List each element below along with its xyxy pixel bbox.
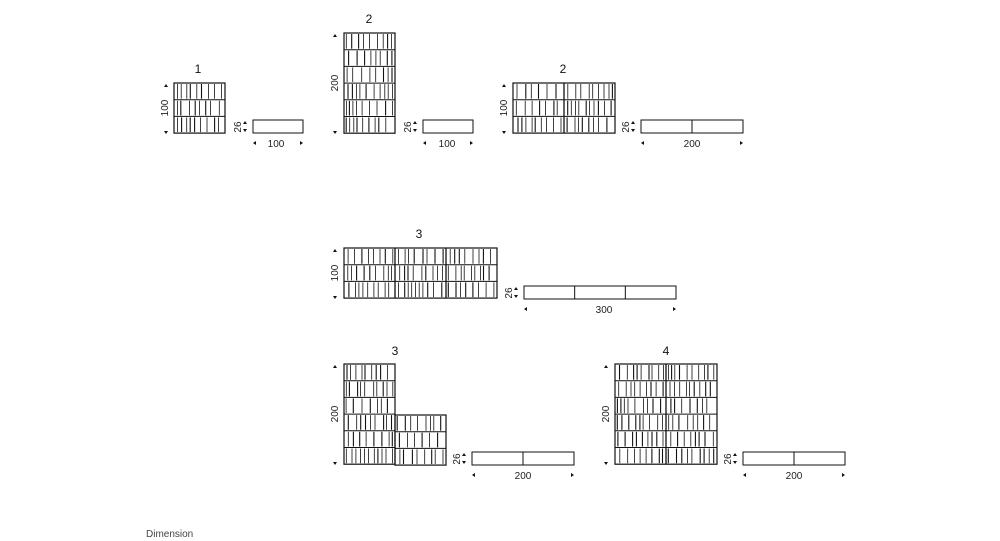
- height-label: 100: [160, 99, 171, 116]
- width-label: 100: [268, 139, 285, 150]
- module-group-1: 1 100 26 100: [160, 62, 304, 150]
- shelf-elevation: [614, 363, 718, 465]
- module-group-2-tall: 2 200 26 100: [330, 12, 474, 150]
- dimension-caption: Dimension: [146, 529, 194, 540]
- plan-view: [640, 119, 744, 134]
- module-count-label: 3: [392, 344, 399, 358]
- shelf-frame: [614, 363, 718, 465]
- module-group-2-wide: 2 100 26 200: [499, 62, 744, 150]
- shelf-frame: [343, 32, 396, 134]
- depth-label: 26: [621, 121, 632, 133]
- height-dimension: 200: [601, 365, 612, 465]
- plan-outline: [252, 119, 304, 134]
- width-dimension: 200: [472, 471, 574, 482]
- depth-label: 26: [504, 287, 515, 299]
- depth-label: 26: [723, 453, 734, 465]
- plan-view: [523, 285, 677, 300]
- module-count-label: 2: [560, 62, 567, 76]
- module-group-3-stepped: 3 200 26 200: [330, 344, 575, 482]
- width-dimension: 100: [423, 139, 473, 150]
- depth-dimension: 26: [403, 121, 417, 133]
- depth-dimension: 26: [452, 453, 466, 465]
- plan-view: [422, 119, 474, 134]
- height-label: 100: [330, 264, 341, 281]
- shelf-elevation: [343, 32, 396, 134]
- height-dimension: 100: [330, 249, 341, 299]
- width-label: 300: [596, 305, 613, 316]
- width-label: 200: [786, 471, 803, 482]
- width-dimension: 200: [743, 471, 845, 482]
- module-count-label: 3: [416, 227, 423, 241]
- depth-label: 26: [233, 121, 244, 133]
- shelf-frame: [343, 363, 396, 465]
- height-dimension: 100: [160, 84, 171, 134]
- height-label: 200: [330, 74, 341, 91]
- width-dimension: 100: [253, 139, 303, 150]
- module-count-label: 4: [663, 344, 670, 358]
- module-count-label: 1: [195, 62, 202, 76]
- depth-dimension: 26: [723, 453, 737, 465]
- shelf-elevation: [343, 247, 498, 299]
- width-label: 200: [515, 471, 532, 482]
- shelf-frame: [394, 414, 447, 466]
- shelf-elevation: [512, 82, 616, 134]
- shelf-elevation-tall: [343, 363, 396, 465]
- height-dimension: 200: [330, 365, 341, 465]
- plan-view: [252, 119, 304, 134]
- module-count-label: 2: [366, 12, 373, 26]
- shelf-frame: [512, 82, 616, 134]
- depth-label: 26: [452, 453, 463, 465]
- plan-outline: [422, 119, 474, 134]
- height-dimension: 100: [499, 84, 510, 134]
- width-dimension: 300: [524, 305, 676, 316]
- height-label: 100: [499, 99, 510, 116]
- shelf-elevation: [173, 82, 226, 134]
- width-label: 200: [684, 139, 701, 150]
- height-dimension: 200: [330, 34, 341, 134]
- width-dimension: 200: [641, 139, 743, 150]
- shelf-frame: [343, 247, 498, 299]
- plan-outline: [523, 285, 677, 300]
- depth-label: 26: [403, 121, 414, 133]
- module-group-4-square: 4 200 26 200: [601, 344, 846, 482]
- module-group-3-wide: 3 100 26 300: [330, 227, 677, 316]
- plan-view: [471, 451, 575, 466]
- depth-dimension: 26: [621, 121, 635, 133]
- height-label: 200: [330, 405, 341, 422]
- height-label: 200: [601, 405, 612, 422]
- shelf-frame: [173, 82, 226, 134]
- depth-dimension: 26: [504, 287, 518, 299]
- width-label: 100: [439, 139, 456, 150]
- shelf-elevation-low: [394, 414, 447, 466]
- depth-dimension: 26: [233, 121, 247, 133]
- plan-view: [742, 451, 846, 466]
